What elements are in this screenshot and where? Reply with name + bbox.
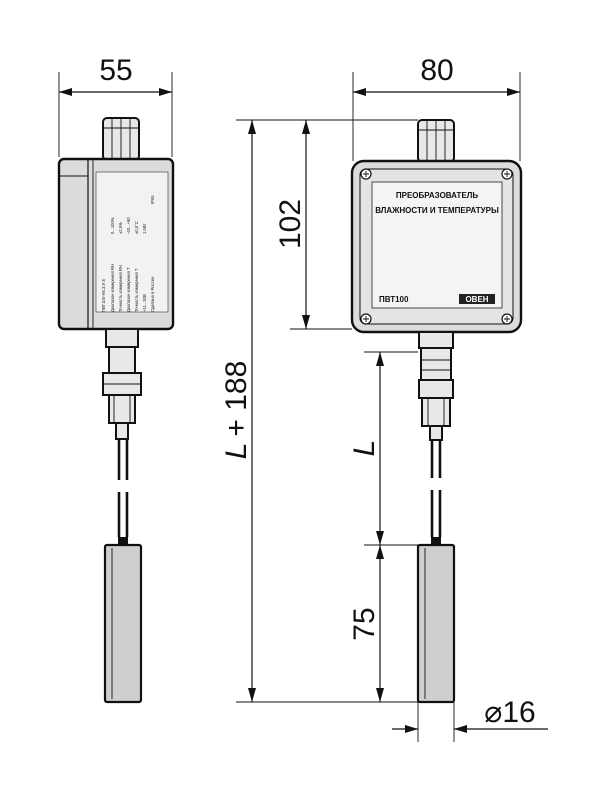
- width-dimension-80: 80: [420, 54, 453, 87]
- brand-logo: [459, 294, 495, 304]
- side-label-plate: [95, 171, 169, 313]
- dimension-housing-height: 102: [274, 120, 352, 330]
- svg-text:-40...+80: -40...+80: [126, 217, 131, 234]
- dimension-total-length: L + 188: [220, 119, 418, 703]
- svg-text:1,5Вт: 1,5Вт: [142, 224, 147, 234]
- svg-text:Сделано в России: Сделано в России: [150, 276, 155, 312]
- total-length-value: + 188: [220, 361, 253, 437]
- side-view: 55 ПВТ100-Н5.3.И.5 Диапазон измерения RH…: [57, 54, 175, 704]
- svg-text:Диапазон измерения RH: Диапазон измерения RH: [110, 264, 115, 312]
- svg-text:IP65: IP65: [150, 195, 155, 204]
- svg-text:±0,5°С: ±0,5°С: [134, 221, 139, 234]
- label-line-2: ВЛАЖНОСТИ И ТЕМПЕРАТУРЫ: [375, 206, 499, 215]
- probe-length-value: 75: [348, 607, 381, 640]
- total-length-var: L: [220, 443, 253, 460]
- probe-diameter-value: ⌀16: [484, 696, 535, 729]
- front-view: 80 ПРЕОБРАЗОВАТЕЛЬ ВЛАЖНОСТИ И ТЕМПЕРАТУ…: [350, 54, 523, 704]
- width-dimension-55: 55: [99, 54, 132, 87]
- side-label-text: ПВТ100-Н5.3.И.5 Диапазон измерения RH То…: [101, 195, 155, 312]
- svg-text:Точность измерения RH: Точность измерения RH: [118, 265, 123, 312]
- cable-length-value: L: [348, 440, 381, 457]
- svg-text:0...100%: 0...100%: [110, 217, 115, 234]
- brand-logo-text: ОВЕН: [465, 295, 488, 304]
- svg-text:Точность измерения T: Точность измерения T: [134, 268, 139, 312]
- dimension-probe-diameter: ⌀16: [392, 696, 548, 742]
- probe-side: [103, 543, 143, 704]
- svg-text:±2,5%: ±2,5%: [118, 222, 123, 234]
- dimension-cable-length: L: [348, 351, 418, 546]
- bottom-cable-gland-side: [105, 328, 139, 348]
- svg-text:Диапазон измерения T: Диапазон измерения T: [126, 267, 131, 312]
- corner-screws: [360, 168, 513, 325]
- bottom-cable-gland-front: [418, 331, 454, 349]
- probe-front: [416, 543, 456, 704]
- dimension-probe-length: 75: [348, 545, 384, 702]
- svg-text:L+ 188: L + 188: [220, 361, 253, 460]
- front-label-plate: [371, 181, 503, 309]
- svg-text:ПВТ100-Н5.3.И.5: ПВТ100-Н5.3.И.5: [101, 278, 106, 312]
- label-model: ПВТ100: [379, 295, 409, 304]
- svg-text:+11...30В: +11...30В: [142, 294, 147, 312]
- label-line-1: ПРЕОБРАЗОВАТЕЛЬ: [396, 191, 479, 200]
- housing-height-value: 102: [274, 199, 307, 249]
